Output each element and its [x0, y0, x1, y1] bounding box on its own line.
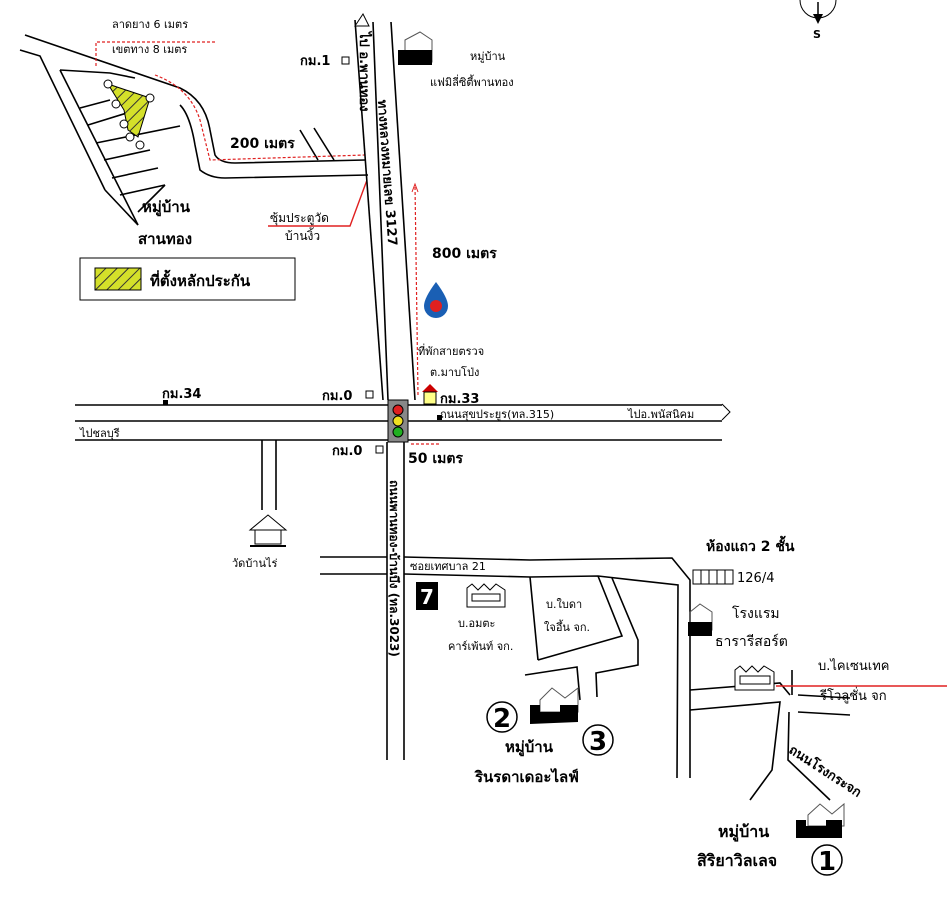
village-rinrada-name: รินรดาเดอะไลฟ์ [474, 767, 579, 786]
company-amata-name: คาร์เพ้นท์ จก. [448, 640, 513, 653]
boundary-label: เขตทาง 8 เมตร [112, 43, 187, 56]
km-marker-icon [437, 415, 442, 420]
km33-label: กม.33 [440, 392, 479, 407]
company-baida-label: บ.ใบดา [546, 598, 582, 611]
village-icon [796, 802, 845, 838]
temple-gate-name: บ้านงิ้ว [285, 227, 320, 243]
to-chonburi-label: ไปชลบุรี [79, 427, 120, 440]
km-marker-icon [341, 56, 350, 65]
police-box-label: ที่พักสายตรวจ [418, 343, 484, 358]
santhong-roads [19, 34, 369, 226]
village-family-city-name: แฟมิลี่ซิตี้พานทอง [430, 74, 514, 89]
village-family-city-label: หมู่บ้าน [470, 50, 506, 63]
marker-3: 3 [582, 724, 614, 757]
hotel-name: ธารารีสอร์ต [715, 633, 788, 650]
shophouse-label: ห้องแถว 2 ชั้น [706, 535, 795, 555]
village-santhong-name: สานทอง [138, 230, 192, 248]
house-number: 126/4 [737, 571, 774, 586]
village-rinrada-label: หมู่บ้าน [505, 738, 554, 757]
marker-2: 2 [486, 701, 518, 734]
marker-2-label: 2 [493, 704, 511, 734]
distance-800: 800 เมตร [432, 246, 497, 262]
village-icon [398, 31, 433, 65]
road-3023: ถนนพานทอง-บ้านบึง (ทล.3023) [386, 442, 405, 760]
soi21-label: ซอยเทศบาล 21 [410, 560, 486, 573]
hotel-label: โรงแรม [732, 605, 780, 622]
distance-200: 200 เมตร [230, 136, 295, 152]
seven-eleven-label: 7 [420, 585, 434, 609]
soi-21 [403, 556, 851, 801]
compass-icon: S [799, 0, 837, 41]
village-icon [530, 686, 579, 724]
village-siriya-name: สิริยาวิลเลจ [697, 851, 777, 870]
road-315-label: ถนนสุขประยูร(ทล.315) [440, 408, 554, 421]
gas-station-icon [424, 282, 448, 318]
convenience-store-icon: 7 [416, 582, 438, 610]
village-icon [688, 603, 713, 636]
legend: ที่ตั้งหลักประกัน [79, 257, 296, 301]
temple-icon [248, 514, 288, 547]
compass-label: S [813, 28, 821, 41]
marker-1: 1 [811, 844, 843, 877]
factory-icon [466, 583, 506, 608]
legend-label: ที่ตั้งหลักประกัน [150, 269, 251, 290]
company-kaisen-label: บ.ไคเซนเทค [818, 658, 889, 674]
collateral-plot-icon [103, 79, 155, 150]
factory-icon [734, 665, 775, 691]
village-santhong-label: หมู่บ้าน [142, 198, 191, 217]
km1-label: กม.1 [300, 54, 330, 69]
km-marker-icon [375, 445, 384, 454]
police-box-icon [422, 384, 438, 405]
highway-3127-label: ทางหลวงหมายเลข 3127 [374, 99, 399, 246]
highway-3127: ไป อ.พานทอง ทางหลวงหมายเลข 3127 [354, 13, 416, 401]
village-siriya-label: หมู่บ้าน [718, 822, 769, 843]
pavement-label: ลาดยาง 6 เมตร [112, 18, 188, 31]
km-marker-icon [365, 390, 374, 399]
road-glass-label: ถนนโรงกระจก [786, 741, 865, 801]
company-kaisen-name: รีโวลูชั่น จก [819, 687, 887, 704]
company-baida-name: ใจอึ้น จก. [544, 619, 590, 634]
police-box-name: ต.มาบโป่ง [430, 365, 479, 379]
distance-50: 50 เมตร [408, 451, 463, 467]
to-phanatnikhom-label: ไปอ.พนัสนิคม [627, 408, 694, 421]
marker-3-label: 3 [589, 727, 607, 757]
shophouse-icon [692, 569, 734, 585]
traffic-light-icon [387, 399, 409, 443]
temple-gate-label: ซุ้มประตูวัด [270, 211, 329, 226]
km-marker-icon [163, 400, 168, 405]
km0-bottom-label: กม.0 [332, 444, 362, 459]
km34-label: กม.34 [162, 387, 201, 402]
company-amata-label: บ.อมตะ [458, 617, 495, 630]
temple-label: วัดบ้านไร่ [232, 557, 278, 570]
road-3023-label: ถนนพานทอง-บ้านบึง (ทล.3023) [387, 480, 401, 657]
km0-top-label: กม.0 [322, 389, 352, 404]
marker-1-label: 1 [818, 847, 836, 877]
to-phanthong-label: ไป อ.พานทอง [356, 30, 373, 112]
